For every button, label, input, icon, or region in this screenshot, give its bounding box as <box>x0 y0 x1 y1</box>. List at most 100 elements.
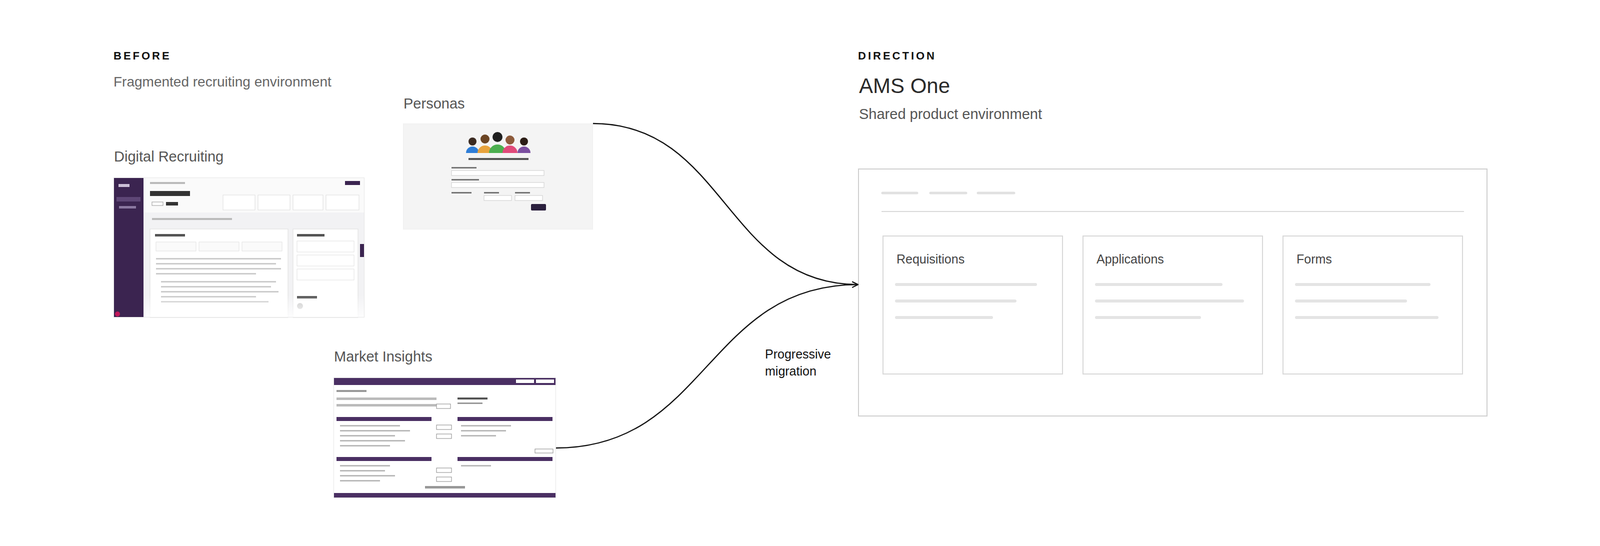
table-row <box>340 435 395 437</box>
bar-button <box>516 379 534 383</box>
text-placeholder <box>896 299 1015 303</box>
text-placeholder <box>1296 316 1437 319</box>
top-bar <box>333 377 556 385</box>
person-body <box>502 145 518 153</box>
person-head <box>520 137 528 146</box>
fade <box>143 295 365 318</box>
person-head <box>505 135 515 145</box>
text-line <box>161 286 271 288</box>
table-row <box>461 465 491 467</box>
text-placeholder <box>1296 299 1406 303</box>
nav-placeholder <box>978 192 1014 195</box>
table-row <box>340 470 385 472</box>
input <box>451 170 544 176</box>
summary-chip <box>326 195 359 210</box>
text-placeholder <box>896 283 1036 286</box>
generate-button <box>531 204 546 211</box>
table-header <box>336 417 432 421</box>
card-title: Forms <box>1296 251 1332 267</box>
screenshot-box: Personas <box>403 123 593 230</box>
migration-curve <box>593 123 858 285</box>
stage-box <box>297 255 354 266</box>
field-label <box>515 192 530 194</box>
text-line <box>156 268 281 270</box>
screenshot-box: Market Insights <box>333 377 556 498</box>
select <box>484 195 512 201</box>
filter-row <box>336 397 437 400</box>
screenshot-box: Digital Recruiting <box>113 177 365 318</box>
filter-row <box>336 390 367 392</box>
tag <box>166 202 178 206</box>
bottom-bar <box>333 493 556 498</box>
person-body <box>466 146 479 153</box>
move-button <box>436 425 452 430</box>
card-heading <box>155 234 185 237</box>
breadcrumb <box>150 182 185 184</box>
text-line <box>161 281 276 283</box>
input <box>451 182 544 188</box>
screen-heading: Personas <box>403 95 465 113</box>
section-label: BEFORE <box>113 49 172 63</box>
text-placeholder <box>1296 283 1429 286</box>
text-line <box>161 291 279 293</box>
table-row <box>340 465 390 467</box>
digital-recruiting-screenshot <box>113 177 365 318</box>
move-button <box>436 468 452 473</box>
tab-row <box>152 218 232 220</box>
summary-chip <box>258 195 290 210</box>
stage-box <box>297 241 354 252</box>
personas-screenshot <box>403 123 593 230</box>
user-badge <box>345 181 360 185</box>
product-subtitle: Shared product environment <box>859 105 1042 123</box>
text-placeholder <box>896 316 992 319</box>
filter-row <box>336 404 437 407</box>
field-label <box>484 192 499 194</box>
card-heading <box>297 234 325 237</box>
table-button <box>535 449 553 453</box>
logo-mark <box>118 184 130 187</box>
table-row <box>340 445 390 447</box>
nav-placeholder <box>930 192 966 195</box>
module-card: Forms <box>1282 235 1463 375</box>
screen-heading: Digital Recruiting <box>114 148 224 166</box>
table-row <box>340 480 380 482</box>
pager <box>425 486 465 489</box>
nav-item <box>119 206 136 209</box>
field <box>199 242 239 251</box>
move-button <box>436 477 452 482</box>
filter-button <box>436 404 451 409</box>
stage-box <box>297 269 354 280</box>
edge-label: Progressive migration <box>765 346 850 380</box>
sidebar <box>113 177 144 318</box>
field <box>242 242 282 251</box>
text-placeholder <box>1096 299 1243 303</box>
table-header <box>457 417 553 421</box>
market-insights-screenshot <box>333 377 556 498</box>
text-placeholder <box>1096 316 1200 319</box>
card-title: Requisitions <box>896 251 965 267</box>
text-placeholder <box>1096 283 1221 286</box>
table-header <box>336 457 432 461</box>
section-label: DIRECTION <box>858 49 937 63</box>
text-line <box>156 273 256 275</box>
table-row <box>340 425 400 427</box>
migration-curve <box>556 284 858 448</box>
card-title: Applications <box>1096 251 1164 267</box>
product-title: AMS One <box>859 73 950 99</box>
table-row <box>461 435 496 437</box>
move-button <box>436 434 452 439</box>
screen-heading: Market Insights <box>334 348 433 366</box>
table-row <box>461 430 506 432</box>
field-label <box>451 179 479 181</box>
field <box>156 242 196 251</box>
tag <box>152 202 163 206</box>
panel-text <box>457 402 483 404</box>
person-body <box>517 146 531 153</box>
nav-placeholder <box>882 192 917 195</box>
summary-chip <box>293 195 323 210</box>
select <box>515 195 543 201</box>
caption-line <box>468 158 529 160</box>
page-title <box>150 191 190 196</box>
nav-item <box>116 197 141 202</box>
module-card: Applications <box>1082 235 1263 375</box>
